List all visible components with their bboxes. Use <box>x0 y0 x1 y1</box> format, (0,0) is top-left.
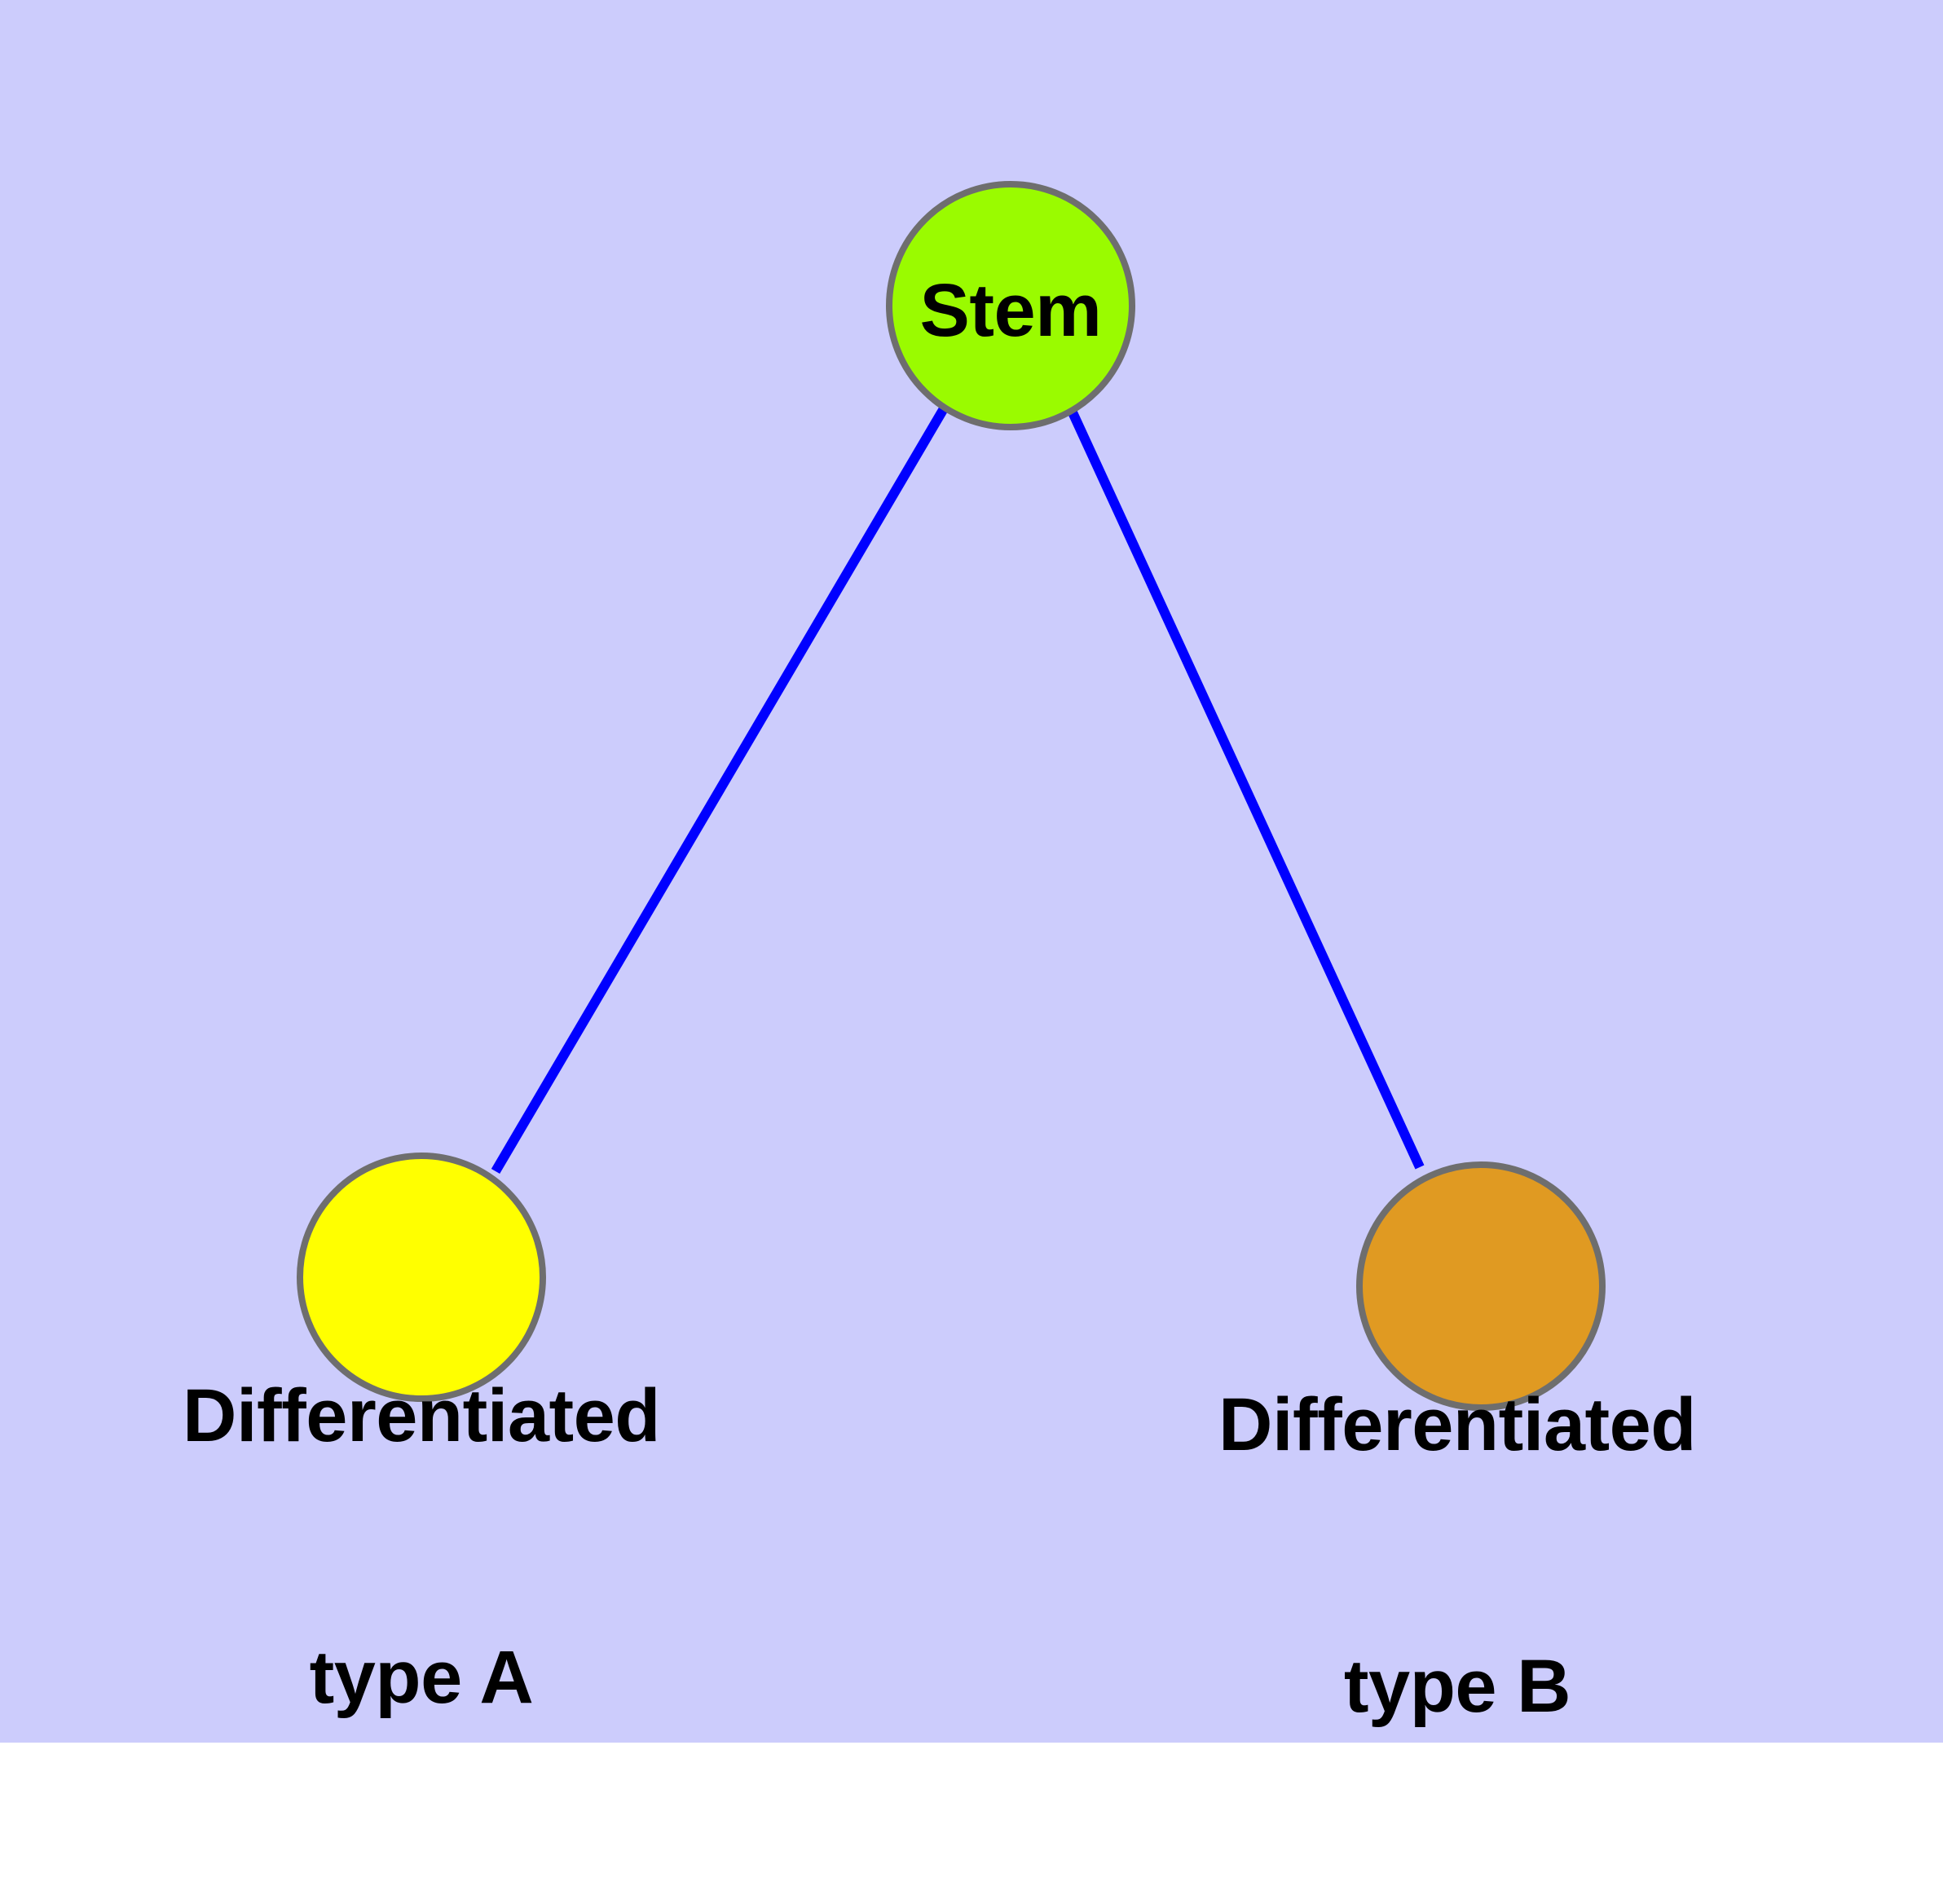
node-label-line: type B <box>1343 1644 1571 1728</box>
node-stem[interactable] <box>886 181 1135 430</box>
node-label-line: Differentiated <box>183 1374 660 1458</box>
edge-stem-to-differentiated-type-a <box>491 407 948 1175</box>
diagram-canvas: Stem Differentiated type A Differentiate… <box>0 0 1943 1743</box>
edge-stem-to-differentiated-type-b <box>1068 410 1425 1170</box>
node-label-differentiated-type-b: Differentiated type B <box>1050 1208 1865 1904</box>
edge-layer <box>491 407 1425 1175</box>
node-label-differentiated-type-a: Differentiated type A <box>14 1199 829 1895</box>
node-label-line: type A <box>309 1635 534 1719</box>
node-differentiated-type-b[interactable] <box>1356 1161 1606 1411</box>
node-label-line: Differentiated <box>1218 1383 1696 1467</box>
node-differentiated-type-a[interactable] <box>297 1153 546 1402</box>
node-label-stem: Stem <box>919 269 1102 352</box>
